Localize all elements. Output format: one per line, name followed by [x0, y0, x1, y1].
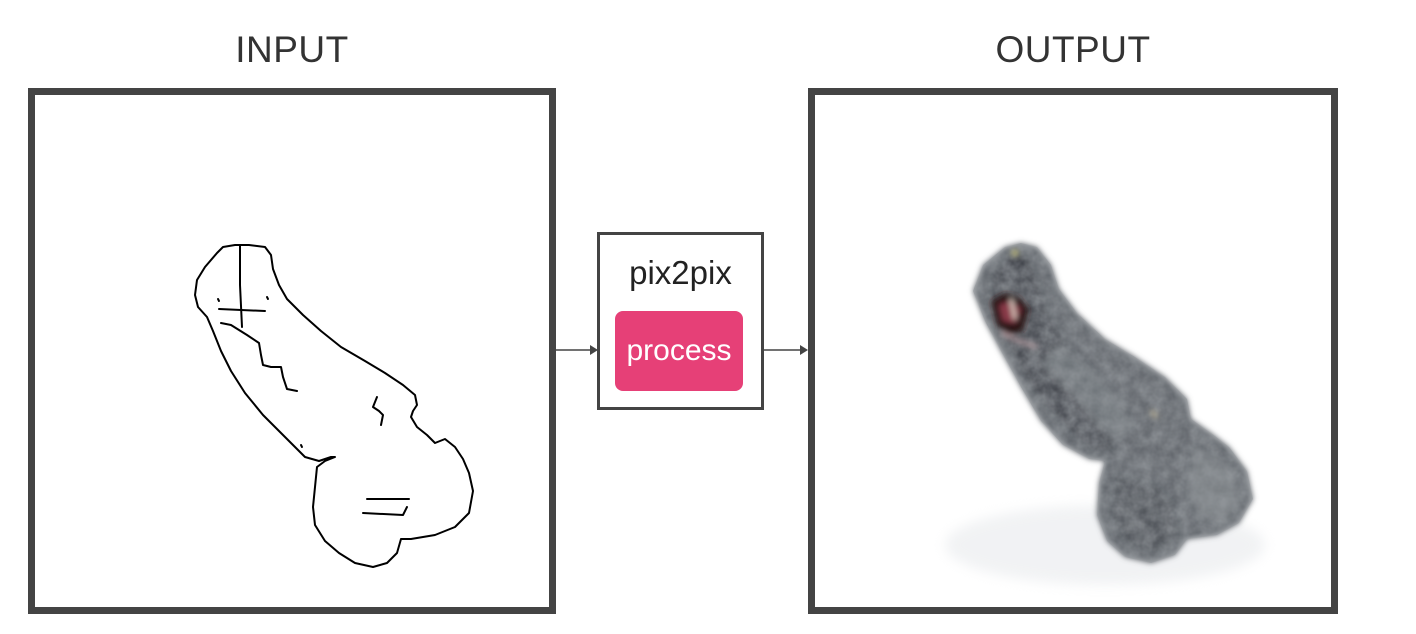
arrow-right-icon [556, 345, 598, 355]
input-label: INPUT [235, 29, 349, 70]
arrow-right-icon [764, 345, 808, 355]
sketch-outline [194, 244, 474, 568]
sketch-stepped-line [220, 322, 298, 392]
input-sketch [194, 244, 474, 568]
sketch-bottom-line-2 [362, 506, 408, 516]
sketch-cheek [372, 396, 384, 426]
output-image [945, 243, 1265, 585]
model-box: pix2pix process [597, 232, 764, 410]
model-name: pix2pix [629, 254, 732, 291]
sketch-dot-3 [300, 444, 303, 448]
output-label: OUTPUT [995, 29, 1151, 70]
sketch-inner-line [239, 244, 243, 328]
process-button[interactable]: process [615, 311, 743, 391]
input-canvas[interactable] [28, 88, 556, 614]
sketch-dot-2 [266, 296, 269, 300]
sketch-horizontal-line [218, 308, 266, 312]
sketch-dot-1 [217, 298, 220, 302]
output-canvas [808, 88, 1338, 614]
